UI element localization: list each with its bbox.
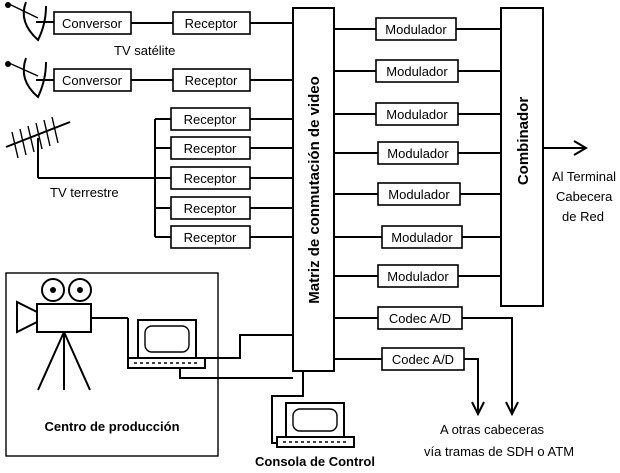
- modulator-label: Modulador: [391, 230, 453, 245]
- converter-label: Conversor: [62, 73, 123, 88]
- combiner-label: Combinador: [515, 97, 532, 185]
- headend-output-label: Al Terminal: [552, 169, 616, 184]
- headend-output-label: Cabecera: [556, 189, 613, 204]
- control-console-label: Consola de Control: [255, 454, 375, 469]
- satellite-tv-label: TV satélite: [114, 43, 175, 58]
- other-headends-label: vía tramas de SDH o ATM: [424, 444, 574, 459]
- combiner-block: [500, 7, 544, 307]
- video-switch-matrix: [292, 7, 335, 372]
- production-monitor-icon: [127, 319, 206, 369]
- converter-label: Conversor: [62, 16, 123, 31]
- receiver-label: Receptor: [184, 230, 237, 245]
- receiver-label: Receptor: [184, 141, 237, 156]
- production-center-label: Centro de producción: [44, 419, 179, 434]
- satellite-dish-icon: [5, 57, 54, 99]
- video-camera-icon: [16, 278, 129, 391]
- receiver-label: Receptor: [185, 73, 238, 88]
- control-console-icon: [271, 371, 355, 448]
- codec-label: Codec A/D: [389, 311, 451, 326]
- headend-output-label: de Red: [562, 209, 604, 224]
- switch-matrix-label: Matriz de conmutación de video: [306, 76, 323, 304]
- modulator-label: Modulador: [386, 64, 448, 79]
- modulator-label: Modulador: [386, 107, 448, 122]
- receiver-label: Receptor: [185, 16, 238, 31]
- satellite-dish-icon: [5, 1, 54, 42]
- terrestrial-antenna-icon: [5, 116, 155, 179]
- codec-label: Codec A/D: [392, 352, 454, 367]
- modulator-label: Modulador: [387, 269, 449, 284]
- modulator-label: Modulador: [388, 187, 450, 202]
- modulator-label: Modulador: [387, 146, 449, 161]
- receiver-label: Receptor: [184, 201, 237, 216]
- modulator-label: Modulador: [385, 22, 447, 37]
- receiver-label: Receptor: [184, 171, 237, 186]
- receiver-label: Receptor: [184, 112, 237, 127]
- terrestrial-tv-label: TV terrestre: [50, 185, 119, 200]
- other-headends-label: A otras cabeceras: [440, 422, 545, 437]
